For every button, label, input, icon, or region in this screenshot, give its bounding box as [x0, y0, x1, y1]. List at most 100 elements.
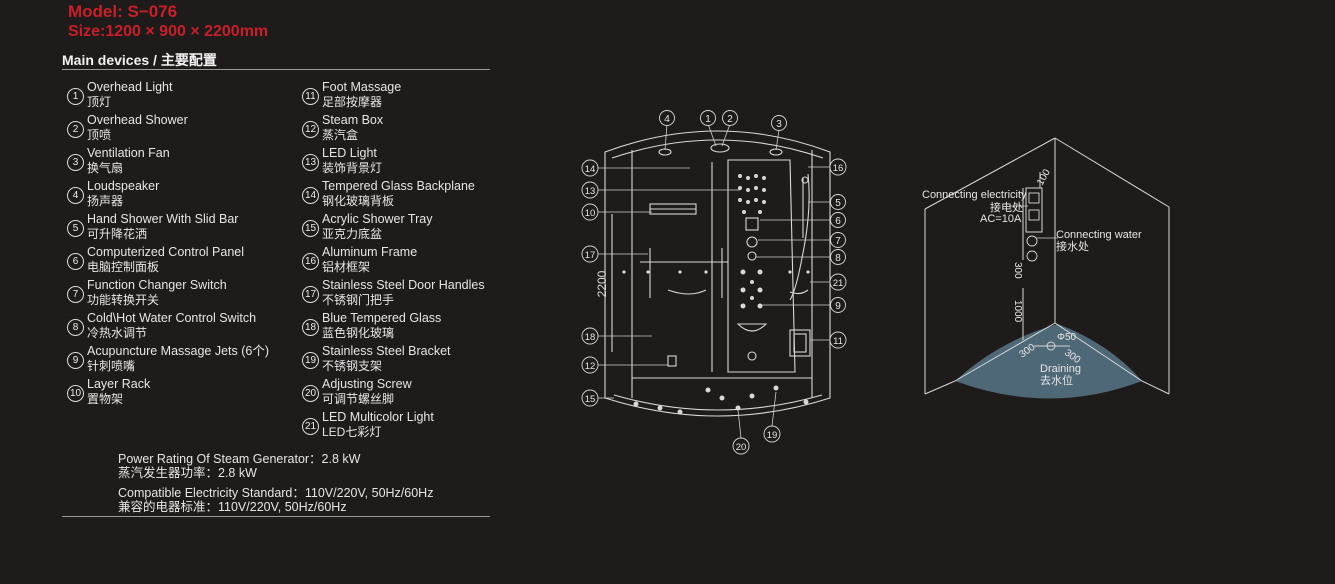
callout-label: 11 — [833, 336, 843, 347]
model-title: Model: S−076 — [68, 2, 178, 21]
item-label-cn: 置物架 — [87, 392, 124, 406]
item-number: 3 — [67, 154, 84, 171]
item-label-en: Stainless Steel Bracket — [322, 344, 451, 358]
item-label-cn: 装饰背景灯 — [322, 161, 383, 175]
item-label-en: Adjusting Screw — [322, 377, 412, 391]
callout-label: 3 — [776, 119, 782, 130]
callout-label: 13 — [585, 186, 596, 197]
draining-label: Draining — [1040, 363, 1081, 375]
item-label-cn: 足部按摩器 — [322, 95, 383, 109]
power-rating-cn: 蒸汽发生器功率：2.8 kW — [118, 466, 257, 480]
drain-diameter: Φ50 — [1057, 332, 1077, 343]
callout-label: 18 — [585, 332, 596, 343]
item-label-en: Overhead Light — [87, 80, 173, 94]
item-label-cn: 不锈钢支架 — [322, 359, 383, 373]
item-number: 17 — [302, 286, 319, 303]
item-label-en: Steam Box — [322, 113, 384, 127]
item-label-cn: 冷热水调节 — [87, 326, 148, 340]
item-number: 21 — [302, 418, 319, 435]
callout-label: 14 — [585, 164, 596, 175]
callout-label: 2 — [727, 114, 733, 125]
item-number: 13 — [302, 154, 319, 171]
item-number: 12 — [302, 121, 319, 138]
callout-label: 17 — [585, 250, 596, 261]
title-divider — [62, 69, 490, 70]
size-title: Size:1200 × 900 × 2200mm — [68, 23, 269, 40]
item-label-cn: 扬声器 — [87, 194, 124, 208]
item-label-cn: 可升降花洒 — [87, 227, 148, 241]
item-number: 14 — [302, 187, 319, 204]
height-dimension: 2200 — [595, 270, 609, 297]
item-label-en: LED Multicolor Light — [322, 410, 434, 424]
item-number: 5 — [67, 220, 84, 237]
item-number: 8 — [67, 319, 84, 336]
item-label-cn: 铝材框架 — [322, 260, 371, 274]
connecting-water-cn: 接水处 — [1056, 240, 1089, 253]
ac-rating: AC=10A — [980, 213, 1022, 225]
power-rating-en: Power Rating Of Steam Generator：2.8 kW — [118, 452, 361, 466]
item-number: 10 — [67, 385, 84, 402]
item-label-cn: 顶喷 — [87, 128, 112, 142]
callout-label: 4 — [664, 114, 670, 125]
item-number: 6 — [67, 253, 84, 270]
callout-label: 5 — [835, 198, 841, 209]
callout-label: 9 — [835, 301, 841, 312]
draining-cn: 去水位 — [1040, 373, 1073, 387]
electricity-standard-cn: 兼容的电器标准：110V/220V, 50Hz/60Hz — [118, 500, 347, 514]
item-label-en: Stainless Steel Door Handles — [322, 278, 485, 292]
section-title: Main devices / 主要配置 — [62, 52, 217, 68]
callout-label: 19 — [767, 430, 778, 441]
connecting-water-label: Connecting water — [1056, 229, 1142, 241]
item-label-cn: 钢化玻璃背板 — [322, 194, 395, 208]
item-label-en: Ventilation Fan — [87, 146, 170, 160]
installation-diagram — [924, 137, 1170, 399]
item-number: 11 — [302, 88, 319, 105]
item-label-cn: 亚克力底盆 — [322, 227, 383, 241]
item-label-cn: 可调节螺丝脚 — [322, 392, 395, 406]
item-label-en: Overhead Shower — [87, 113, 188, 127]
item-number: 15 — [302, 220, 319, 237]
item-label-cn: LED七彩灯 — [322, 425, 382, 439]
item-number: 2 — [67, 121, 84, 138]
item-number: 18 — [302, 319, 319, 336]
item-label-en: Foot Massage — [322, 80, 402, 94]
item-number: 9 — [67, 352, 84, 369]
item-label-cn: 电脑控制面板 — [87, 260, 160, 274]
callout-label: 1 — [705, 114, 711, 125]
item-label-cn: 蒸汽盒 — [322, 128, 359, 142]
item-label-en: Acrylic Shower Tray — [322, 212, 433, 226]
dimension-100: 100 — [1035, 167, 1053, 187]
callout-label: 21 — [833, 278, 844, 289]
item-number: 4 — [67, 187, 84, 204]
callout-label: 8 — [835, 253, 841, 264]
item-label-cn: 换气扇 — [87, 161, 124, 175]
item-label-en: Tempered Glass Backplane — [322, 179, 475, 193]
dimension-300: 300 — [1012, 262, 1023, 279]
item-label-cn: 顶灯 — [87, 95, 112, 109]
item-label-cn: 功能转换开关 — [87, 293, 160, 307]
callout-label: 12 — [585, 361, 596, 372]
callout-label: 15 — [585, 394, 596, 405]
item-label-en: Acupuncture Massage Jets (6个) — [87, 344, 270, 358]
electricity-standard-en: Compatible Electricity Standard：110V/220… — [118, 486, 434, 500]
item-label-en: Aluminum Frame — [322, 245, 418, 259]
item-label-en: Function Changer Switch — [87, 278, 227, 292]
callout-label: 6 — [835, 216, 841, 227]
item-label-en: Layer Rack — [87, 377, 151, 391]
item-number: 7 — [67, 286, 84, 303]
callout-label: 16 — [833, 163, 844, 174]
callout-label: 10 — [585, 208, 596, 219]
item-label-en: Computerized Control Panel — [87, 245, 245, 259]
callout-label: 7 — [835, 236, 841, 247]
specs-divider — [62, 516, 490, 517]
item-label-cn: 蓝色钢化玻璃 — [322, 326, 395, 340]
item-label-cn: 不锈钢门把手 — [322, 293, 395, 307]
item-label-en: Cold\Hot Water Control Switch — [87, 311, 257, 325]
item-number: 19 — [302, 352, 319, 369]
connecting-electricity-label: Connecting electricity — [922, 189, 1027, 201]
item-number: 16 — [302, 253, 319, 270]
item-number: 20 — [302, 385, 319, 402]
item-label-en: Loudspeaker — [87, 179, 160, 193]
connecting-electricity-cn: 接电处 — [990, 201, 1023, 214]
